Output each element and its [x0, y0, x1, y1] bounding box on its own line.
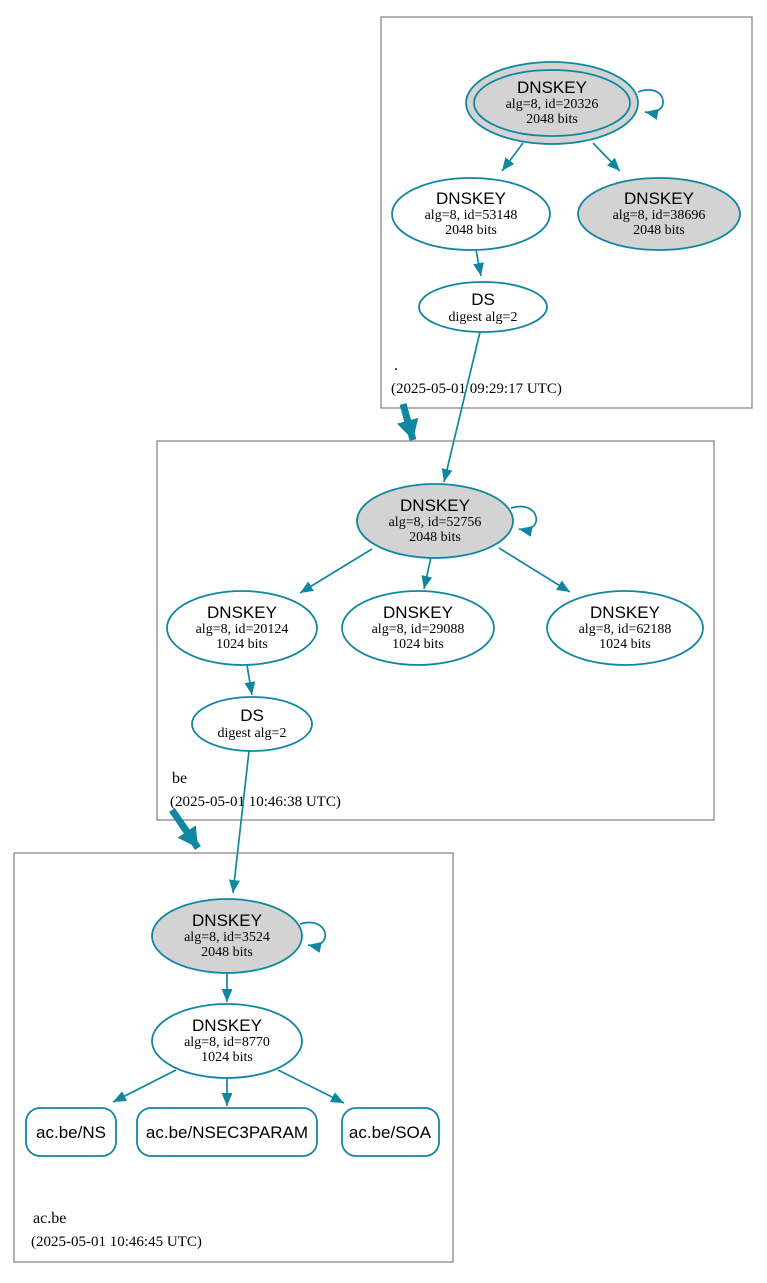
svg-text:alg=8, id=8770: alg=8, id=8770: [184, 1035, 270, 1050]
node-rrset-soa[interactable]: ac.be/SOA: [341, 1107, 440, 1157]
edge-20124-to-dsbe: [244, 664, 256, 696]
svg-text:alg=8, id=53148: alg=8, id=53148: [425, 208, 518, 223]
edge-dsroot-to-52756: [441, 331, 481, 483]
edge-ksk20326-selfloop: [637, 89, 664, 120]
node-dnskey-38696[interactable]: DNSKEY alg=8, id=38696 2048 bits: [577, 177, 741, 251]
svg-text:DNSKEY: DNSKEY: [192, 911, 262, 930]
zone-acbe-box: [13, 852, 454, 1263]
node-ds-be[interactable]: DS digest alg=2: [191, 696, 313, 752]
dnskey-38696-ellipse: [577, 177, 741, 251]
svg-text:1024 bits: 1024 bits: [201, 1050, 253, 1065]
svg-text:digest alg=2: digest alg=2: [449, 310, 518, 325]
svg-text:ac.be/NS: ac.be/NS: [36, 1123, 106, 1142]
edge-delegation-root-to-be: [397, 403, 419, 441]
dnskey-53148-ellipse: [391, 177, 551, 251]
svg-text:alg=8, id=20124: alg=8, id=20124: [196, 622, 289, 637]
edge-20326-to-53148: [501, 142, 524, 172]
dnskey-52756-ellipse: [356, 483, 514, 559]
svg-text:2048 bits: 2048 bits: [526, 112, 578, 127]
zone-be-timestamp: (2025-05-01 10:46:38 UTC): [170, 794, 341, 810]
node-rrset-nsec3param[interactable]: ac.be/NSEC3PARAM: [136, 1107, 318, 1157]
zone-be: DNSKEY alg=8, id=52756 2048 bits DNSKEY …: [156, 440, 715, 821]
svg-text:DNSKEY: DNSKEY: [400, 496, 470, 515]
svg-text:DNSKEY: DNSKEY: [590, 603, 660, 622]
zone-root-timestamp: (2025-05-01 09:29:17 UTC): [391, 381, 562, 397]
zone-be-label: be: [172, 770, 187, 787]
svg-text:2048 bits: 2048 bits: [201, 945, 253, 960]
rrset-soa-box: [341, 1107, 440, 1157]
rrset-ns-box: [25, 1107, 117, 1157]
edge-dsbe-to-3524: [228, 750, 250, 894]
node-dnskey-8770[interactable]: DNSKEY alg=8, id=8770 1024 bits: [151, 1003, 303, 1079]
svg-text:2048 bits: 2048 bits: [445, 223, 497, 238]
svg-text:DNSKEY: DNSKEY: [517, 78, 587, 97]
node-rrset-ns[interactable]: ac.be/NS: [25, 1107, 117, 1157]
ds-be-ellipse: [191, 696, 313, 752]
edge-ksk52756-selfloop: [510, 505, 537, 537]
edge-8770-to-ns: [112, 1069, 177, 1103]
svg-text:alg=8, id=29088: alg=8, id=29088: [372, 622, 465, 637]
node-dnskey-20124[interactable]: DNSKEY alg=8, id=20124 1024 bits: [166, 590, 318, 666]
dnskey-62188-ellipse: [546, 590, 704, 666]
edge-52756-to-62188: [498, 547, 571, 593]
svg-text:digest alg=2: digest alg=2: [218, 726, 287, 741]
edge-52756-to-29088: [421, 556, 433, 590]
svg-text:DNSKEY: DNSKEY: [192, 1016, 262, 1035]
dnskey-20124-ellipse: [166, 590, 318, 666]
svg-text:alg=8, id=20326: alg=8, id=20326: [506, 97, 599, 112]
zone-root-label: .: [394, 357, 398, 374]
svg-text:alg=8, id=38696: alg=8, id=38696: [613, 208, 706, 223]
node-dnskey-62188[interactable]: DNSKEY alg=8, id=62188 1024 bits: [546, 590, 704, 666]
node-dnskey-53148[interactable]: DNSKEY alg=8, id=53148 2048 bits: [391, 177, 551, 251]
svg-text:DS: DS: [471, 290, 495, 309]
node-dnskey-3524[interactable]: DNSKEY alg=8, id=3524 2048 bits: [151, 898, 303, 974]
svg-text:1024 bits: 1024 bits: [216, 637, 268, 652]
zone-root: DNSKEY alg=8, id=20326 2048 bits DNSKEY …: [380, 16, 753, 409]
svg-text:ac.be/NSEC3PARAM: ac.be/NSEC3PARAM: [146, 1123, 308, 1142]
svg-text:ac.be/SOA: ac.be/SOA: [349, 1123, 432, 1142]
edge-53148-to-ds: [473, 249, 484, 277]
node-dnskey-52756[interactable]: DNSKEY alg=8, id=52756 2048 bits: [356, 483, 514, 559]
node-ds-root[interactable]: DS digest alg=2: [418, 281, 548, 333]
zone-root-box: [380, 16, 753, 409]
node-dnskey-29088[interactable]: DNSKEY alg=8, id=29088 1024 bits: [341, 590, 495, 666]
ds-root-ellipse: [418, 281, 548, 333]
svg-text:1024 bits: 1024 bits: [392, 637, 444, 652]
edge-20326-to-38696: [592, 142, 621, 172]
edge-ksk3524-selfloop: [299, 921, 326, 953]
edge-8770-to-soa: [277, 1069, 345, 1104]
zone-acbe-label: ac.be: [33, 1210, 66, 1227]
svg-text:alg=8, id=52756: alg=8, id=52756: [389, 515, 482, 530]
node-dnskey-20326[interactable]: DNSKEY alg=8, id=20326 2048 bits: [465, 61, 639, 145]
svg-text:alg=8, id=3524: alg=8, id=3524: [184, 930, 270, 945]
svg-text:DS: DS: [240, 706, 264, 725]
svg-text:DNSKEY: DNSKEY: [436, 189, 506, 208]
zone-acbe: DNSKEY alg=8, id=3524 2048 bits DNSKEY a…: [13, 852, 454, 1263]
dnskey-20326-inner-ellipse: [473, 69, 631, 137]
edge-52756-to-20124: [299, 548, 373, 594]
svg-text:alg=8, id=62188: alg=8, id=62188: [579, 622, 672, 637]
svg-text:DNSKEY: DNSKEY: [207, 603, 277, 622]
dnskey-8770-ellipse: [151, 1003, 303, 1079]
svg-text:DNSKEY: DNSKEY: [383, 603, 453, 622]
zone-acbe-timestamp: (2025-05-01 10:46:45 UTC): [31, 1234, 202, 1250]
svg-text:2048 bits: 2048 bits: [409, 530, 461, 545]
svg-text:1024 bits: 1024 bits: [599, 637, 651, 652]
dnskey-29088-ellipse: [341, 590, 495, 666]
svg-text:DNSKEY: DNSKEY: [624, 189, 694, 208]
dnskey-3524-ellipse: [151, 898, 303, 974]
svg-text:2048 bits: 2048 bits: [633, 223, 685, 238]
edge-delegation-be-to-acbe: [169, 808, 201, 850]
rrset-nsec3param-box: [136, 1107, 318, 1157]
dnskey-20326-outer-ellipse: [465, 61, 639, 145]
zone-be-box: [156, 440, 715, 821]
